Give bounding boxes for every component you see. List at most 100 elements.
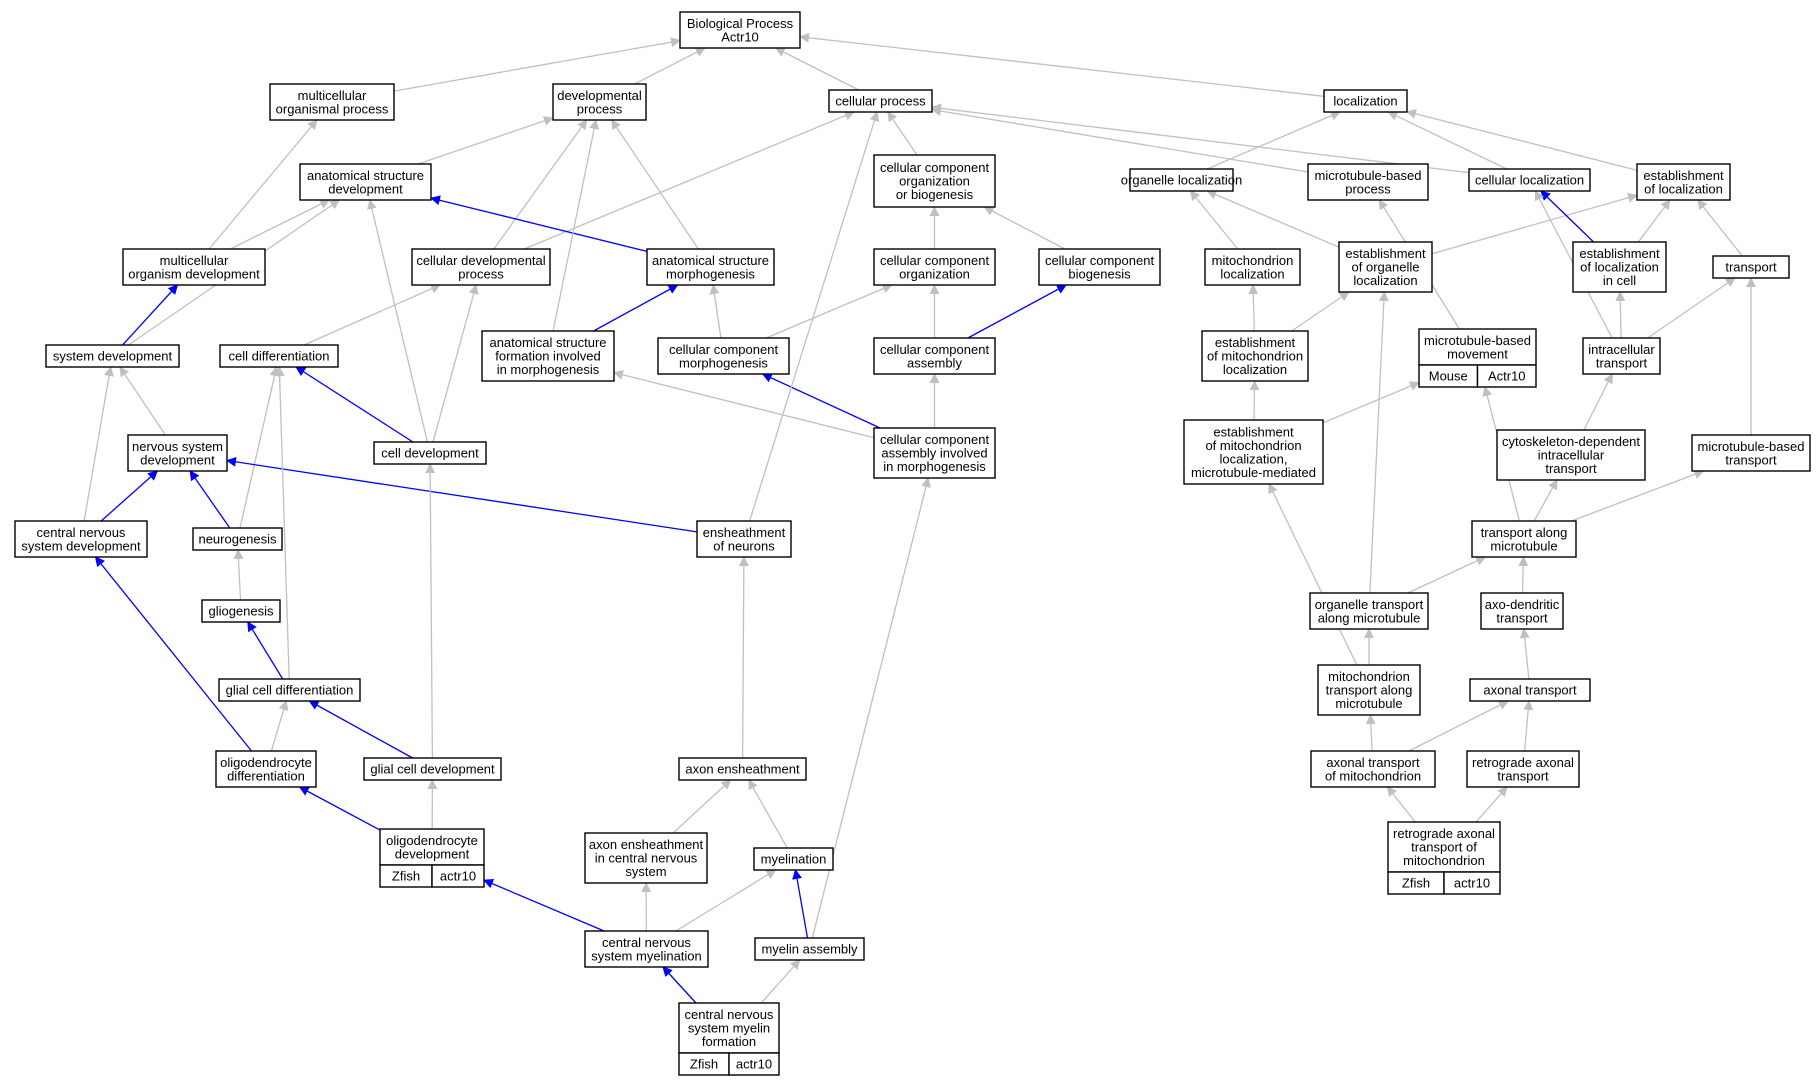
go-term-node-cellular-process[interactable]: cellular process: [828, 89, 933, 113]
go-term-node-cell-development[interactable]: cell development: [373, 441, 487, 465]
edge-line: [432, 284, 479, 443]
node-label-line: axo-dendritic: [1485, 597, 1560, 612]
go-term-node-transport[interactable]: transport: [1712, 255, 1790, 279]
go-term-node-neurogenesis[interactable]: neurogenesis: [192, 527, 283, 551]
node-label-line: of mitochondrion: [1325, 768, 1421, 783]
go-term-node-cellular-localization[interactable]: cellular localization: [1468, 168, 1591, 192]
edge-line: [675, 869, 777, 932]
gene-cell[interactable]: Actr10: [1476, 364, 1537, 388]
is-a-edge-ol-to-loc: [1206, 110, 1341, 170]
node-label-line: myelination: [761, 852, 827, 867]
go-term-node-glial-cell-development[interactable]: glial cell development: [363, 757, 502, 781]
is-a-edge-cnsmf-to-cnsm: [662, 966, 697, 1004]
go-term-node-gliogenesis[interactable]: gliogenesis: [201, 599, 281, 623]
node-label-line: mitochondrion: [1403, 853, 1485, 868]
node-box: [1201, 330, 1309, 382]
node-label-line: central nervous: [602, 935, 691, 950]
organism-cell[interactable]: Zfish: [1387, 871, 1445, 895]
node-label-line: of organelle: [1352, 260, 1420, 275]
node-label-line: establishment: [1345, 246, 1426, 261]
node-label-line: localization: [1220, 266, 1284, 281]
edge-line: [1386, 786, 1416, 823]
edge-line: [308, 700, 413, 759]
is-a-edge-cnsd-to-nsd: [100, 470, 159, 522]
organism-cell[interactable]: Zfish: [678, 1052, 730, 1076]
go-term-node-glial-cell-differentiation[interactable]: glial cell differentiation: [218, 678, 361, 702]
go-term-node-myelination[interactable]: myelination: [753, 847, 834, 871]
edge-line: [1387, 111, 1507, 170]
edge-line: [119, 366, 166, 436]
node-label-line: in morphogenesis: [883, 459, 986, 474]
gene-cell[interactable]: actr10: [1443, 871, 1501, 895]
gene-cell[interactable]: actr10: [728, 1052, 780, 1076]
go-term-node-organelle-localization[interactable]: organelle localization: [1121, 168, 1242, 192]
edge-line: [792, 869, 809, 939]
organism-cell[interactable]: Zfish: [379, 864, 433, 888]
node-label-line: multicellular: [160, 253, 229, 268]
is-a-edge-mbp-to-cp: [931, 106, 1309, 173]
go-term-node-axon-ensheathment[interactable]: axon ensheathment: [678, 757, 807, 781]
go-term-node-axonal-transport[interactable]: axonal transport: [1469, 678, 1591, 702]
organism-cell[interactable]: Mouse: [1418, 364, 1479, 388]
go-term-node-system-development[interactable]: system development: [45, 344, 180, 368]
node-label-line: intracellular: [1538, 448, 1605, 463]
node-label-line: in central nervous: [595, 851, 698, 866]
edge-line: [1407, 556, 1487, 594]
node-box: [1309, 592, 1429, 630]
go-term-node-myelin-assembly[interactable]: myelin assembly: [754, 937, 865, 961]
node-box: [552, 83, 647, 121]
is-a-edge-ccm-to-asm: [709, 284, 722, 339]
node-label-line: process: [458, 266, 504, 281]
node-label-line: assembly involved: [881, 446, 987, 461]
is-a-edge-it-to-elc: [1615, 291, 1626, 339]
is-a-edge-mop-to-bp: [393, 37, 681, 92]
node-label-line: or biogenesis: [896, 187, 974, 202]
go-term-node-cytoskeleton-dependent-intracellular-transport[interactable]: cytoskeleton-dependentintracellulartrans…: [1496, 429, 1646, 481]
gene-cell[interactable]: actr10: [431, 864, 485, 888]
go-term-node-cell-differentiation[interactable]: cell differentiation: [219, 344, 339, 368]
edge-line: [1519, 628, 1530, 680]
is-a-edge-ml-to-ol: [1189, 190, 1239, 250]
node-box: [1310, 750, 1436, 788]
go-term-node-localization[interactable]: localization: [1323, 89, 1408, 113]
